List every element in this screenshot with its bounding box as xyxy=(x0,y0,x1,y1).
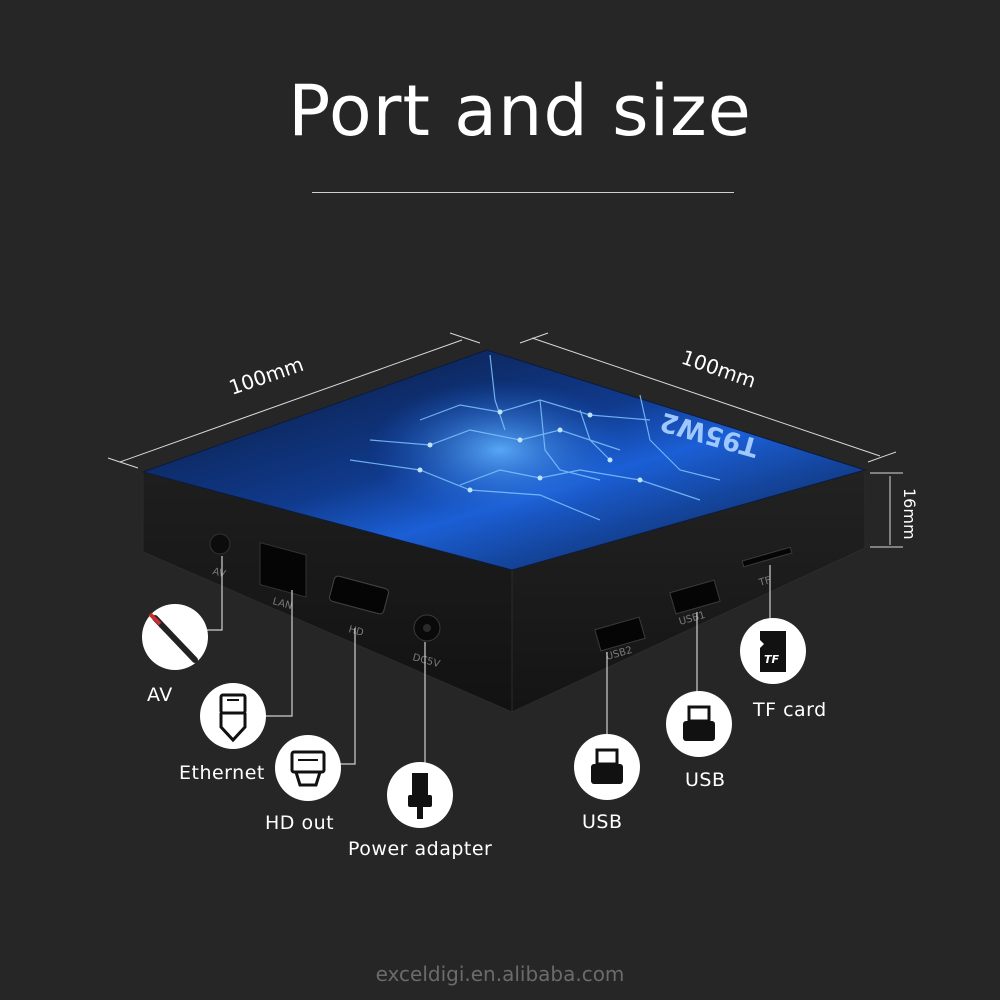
marking-tf: TF xyxy=(757,575,773,589)
label-av: AV xyxy=(147,684,173,706)
tf-slot xyxy=(741,546,793,568)
width-dimension: 100mm xyxy=(226,352,307,400)
depth-dimension: 100mm xyxy=(678,345,759,393)
page-title: Port and size xyxy=(288,70,752,152)
av-jack xyxy=(209,533,231,555)
marking-av: AV xyxy=(211,566,227,580)
label-power-adapter: Power adapter xyxy=(348,838,493,860)
usb2-port xyxy=(594,616,646,652)
hd-plug-icon xyxy=(275,735,341,801)
power-plug-icon xyxy=(387,762,453,828)
svg-text:TF: TF xyxy=(764,653,780,666)
usb-plug-icon-left xyxy=(574,734,640,800)
height-dimension: 16mm xyxy=(900,488,919,540)
watermark: exceldigi.en.alibaba.com xyxy=(375,962,625,986)
dimension-lines xyxy=(107,332,903,548)
top-glow xyxy=(370,380,630,520)
label-hd-out: HD out xyxy=(265,812,335,834)
marking-lan: LAN xyxy=(271,596,293,612)
label-ethernet: Ethernet xyxy=(179,762,265,784)
av-plug-icon xyxy=(142,604,208,670)
circuit-nodes xyxy=(417,409,643,493)
leader-lines xyxy=(207,556,771,768)
lan-port xyxy=(259,542,307,598)
label-usb-right: USB xyxy=(685,769,726,791)
label-usb-left: USB xyxy=(582,811,623,833)
title-divider xyxy=(312,192,734,193)
usb-plug-icon-right xyxy=(666,691,732,757)
usb1-port xyxy=(669,579,721,615)
marking-hd: HD xyxy=(347,624,365,639)
hdmi-port xyxy=(328,575,390,615)
tf-card-icon: TF xyxy=(740,618,806,684)
label-tf-card: TF card xyxy=(753,699,827,721)
ethernet-plug-icon xyxy=(200,683,266,749)
